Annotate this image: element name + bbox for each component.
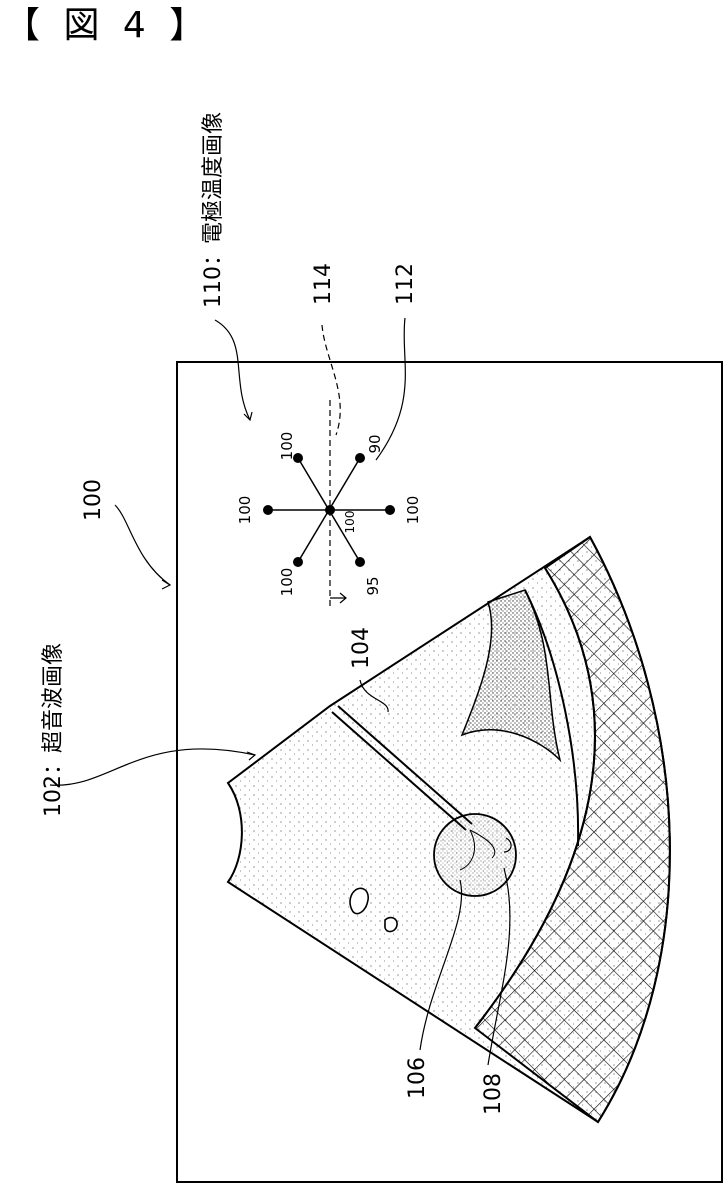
label-ultrasound-image: 102：超音波画像 [41, 643, 66, 817]
ablation-region [434, 814, 516, 896]
temp-upper-right: 90 [366, 434, 384, 453]
temp-right: 100 [404, 496, 422, 525]
label-106: 106 [405, 1057, 430, 1099]
label-108: 108 [481, 1073, 506, 1115]
temp-left: 100 [236, 496, 254, 525]
label-100: 100 [81, 479, 106, 521]
tissue-blob [385, 918, 397, 932]
label-112: 112 [393, 263, 418, 305]
temp-upper-left: 100 [278, 432, 296, 461]
temp-center: 100 [343, 511, 357, 534]
label-electrode-temp-image: 110：電極温度画像 [201, 112, 226, 308]
label-104: 104 [349, 627, 374, 669]
temp-lower-right: 95 [364, 576, 382, 595]
ultrasound-image [228, 537, 670, 1122]
temp-lower-left: 100 [278, 568, 296, 597]
label-114: 114 [311, 263, 336, 305]
